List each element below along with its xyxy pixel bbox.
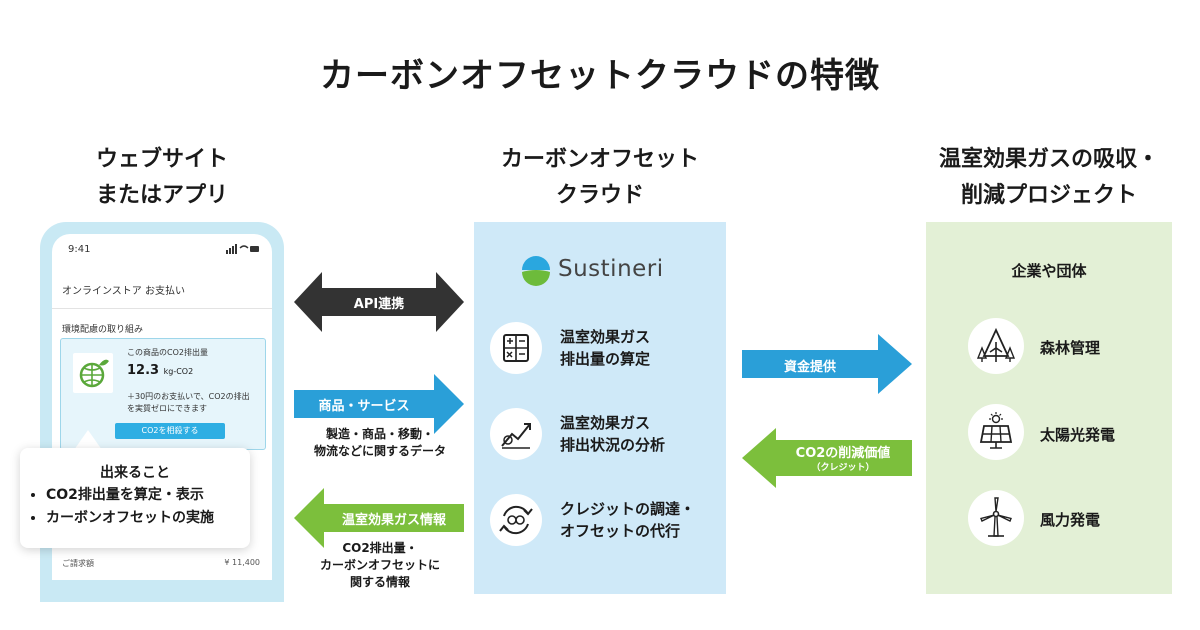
offset-note: ＋30円のお支払いで、CO2の排出を実質ゼロにできます	[127, 392, 250, 413]
ghg-info-caption-line: 関する情報	[349, 575, 410, 589]
bill-value: ¥ 11,400	[224, 558, 260, 567]
feature-calculation: 温室効果ガス 排出量の算定	[560, 326, 650, 370]
left-column-heading: ウェブサイト またはアプリ	[40, 142, 284, 214]
left-heading-line-2: またはアプリ	[95, 183, 228, 208]
credit-cycle-icon	[490, 494, 542, 546]
card-title: この商品のCO2排出量	[127, 348, 208, 357]
ghg-info-arrow	[294, 488, 464, 548]
credit-value-arrow-sub: （クレジット）	[811, 463, 875, 473]
phone-screen: 9:41 オンラインストア お支払い 環境配慮の取り組み この商品のCO2排出量…	[52, 234, 272, 580]
capability-item: カーボンオフセットの実施	[46, 507, 214, 530]
product-arrow	[294, 374, 464, 434]
credit-value-arrow-label: CO2の削減価値	[795, 446, 891, 461]
capability-item: CO2排出量を算定・表示	[46, 484, 214, 507]
ghg-info-arrow-label: 温室効果ガス情報	[341, 513, 446, 528]
product-arrow-label: 商品・サービス	[318, 399, 410, 414]
bubble-tail	[74, 430, 102, 450]
globe-icon	[73, 353, 113, 393]
api-arrow-label: API連携	[353, 297, 405, 312]
funding-arrow-label: 資金提供	[783, 360, 836, 375]
page-title: カーボンオフセットクラウドの特徴	[320, 56, 880, 96]
bill-label: ご請求額	[62, 559, 94, 568]
funding-arrow	[742, 334, 912, 394]
right-heading-line-2: 削減プロジェクト	[960, 183, 1137, 208]
env-section-label: 環境配慮の取り組み	[62, 325, 144, 335]
calculator-icon	[490, 322, 542, 374]
ghg-info-caption: CO2排出量・ カーボンオフセットに 関する情報	[290, 540, 470, 591]
center-heading-line-1: カーボンオフセット	[500, 147, 699, 172]
solar-panel-icon	[968, 404, 1024, 460]
center-heading-line-2: クラウド	[555, 183, 644, 208]
ghg-info-caption-line: カーボンオフセットに	[319, 558, 440, 572]
feature-text: 排出状況の分析	[560, 436, 666, 454]
capabilities-list: CO2排出量を算定・表示 カーボンオフセットの実施	[30, 484, 214, 530]
right-heading-line-1: 温室効果ガスの吸収・	[938, 147, 1159, 172]
feature-text: 温室効果ガス	[560, 328, 651, 346]
co2-amount: 12.3 kg-CO2	[127, 363, 193, 378]
product-caption-line: 製造・商品・移動・	[325, 427, 434, 441]
center-column-heading: カーボンオフセット クラウド	[474, 142, 726, 214]
projects-panel	[926, 222, 1172, 594]
wind-turbine-icon	[968, 490, 1024, 546]
product-caption: 製造・商品・移動・ 物流などに関するデータ	[280, 426, 480, 460]
sustineri-logo-icon	[522, 256, 550, 286]
product-caption-line: 物流などに関するデータ	[313, 444, 446, 458]
credit-value-arrow	[742, 428, 912, 488]
projects-subheading: 企業や団体	[1011, 262, 1087, 280]
bubble-title: 出来ること	[100, 465, 170, 481]
right-column-heading: 温室効果ガスの吸収・ 削減プロジェクト	[912, 142, 1186, 214]
co2-amount-value: 12.3	[127, 363, 160, 378]
phone-time: 9:41	[68, 244, 91, 255]
sustineri-logo-text: Sustineri	[558, 256, 664, 282]
api-arrow	[294, 272, 464, 332]
divider	[52, 308, 272, 309]
capabilities-bubble: 出来ること CO2排出量を算定・表示 カーボンオフセットの実施	[20, 448, 250, 548]
left-heading-line-1: ウェブサイト	[95, 147, 228, 172]
feature-analysis: 温室効果ガス 排出状況の分析	[560, 412, 665, 456]
forest-icon	[968, 318, 1024, 374]
feature-text: 温室効果ガス	[560, 414, 651, 432]
co2-card: この商品のCO2排出量 12.3 kg-CO2 ＋30円のお支払いで、CO2の排…	[60, 338, 266, 450]
feature-text: 排出量の算定	[560, 350, 651, 368]
chart-analysis-icon	[490, 408, 542, 460]
offset-button[interactable]: CO2を相殺する	[115, 423, 225, 439]
feature-credit: クレジットの調達・ オフセットの代行	[560, 498, 695, 542]
project-forest-label: 森林管理	[1040, 339, 1101, 357]
feature-text: オフセットの代行	[560, 522, 681, 540]
feature-text: クレジットの調達・	[560, 500, 696, 518]
store-title: オンラインストア お支払い	[62, 286, 185, 297]
project-wind-label: 風力発電	[1040, 511, 1101, 529]
ghg-info-caption-line: CO2排出量・	[342, 541, 418, 555]
project-solar-label: 太陽光発電	[1040, 426, 1116, 444]
co2-amount-unit: kg-CO2	[163, 367, 194, 376]
signal-battery-icon	[226, 244, 260, 257]
